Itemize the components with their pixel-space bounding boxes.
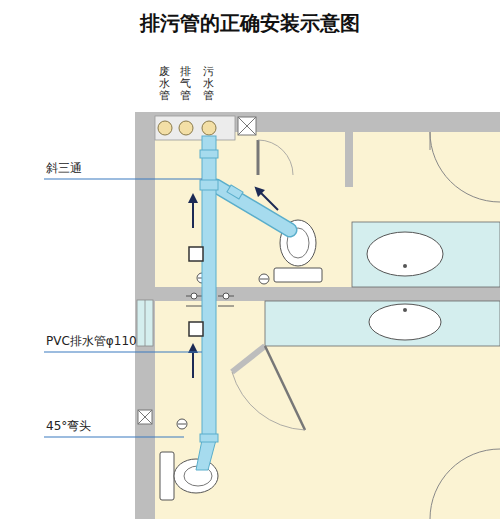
- part-label: 斜三通: [46, 160, 82, 177]
- diagram-title: 排污管的正确安装示意图: [0, 10, 500, 37]
- pipe-label: 污水管: [203, 66, 214, 102]
- part-label: 45°弯头: [46, 418, 91, 435]
- pipe-label: 废水管: [159, 66, 170, 102]
- part-label: PVC排水管φ110: [46, 333, 137, 350]
- pipe-label: 排气管: [180, 66, 191, 102]
